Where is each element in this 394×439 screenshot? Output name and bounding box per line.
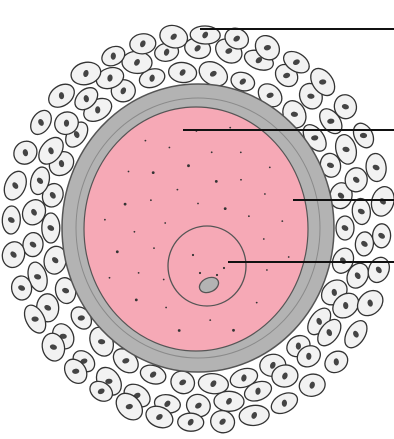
- follicle-cell: [336, 216, 354, 240]
- cytoplasm-granule: [177, 189, 179, 191]
- cytoplasm-granule: [153, 247, 155, 249]
- cytoplasm-granule: [138, 272, 140, 274]
- cytoplasm-granule: [109, 277, 111, 279]
- cytoplasm-granule: [165, 307, 167, 309]
- follicle-cell: [372, 223, 391, 248]
- cytoplasm-granule: [288, 256, 290, 258]
- cytoplasm-granule: [197, 203, 199, 205]
- follicle-cell-nucleus: [296, 343, 301, 350]
- cytoplasm-granule: [224, 207, 227, 210]
- cytoplasm-granule: [211, 151, 213, 153]
- nucleus-granule: [192, 254, 194, 256]
- cytoplasm-granule: [163, 279, 165, 281]
- cytoplasm-granule: [269, 167, 271, 169]
- follicle-cell: [2, 206, 21, 235]
- cytoplasm-granule: [152, 171, 155, 174]
- cytoplasm-granule: [240, 152, 242, 154]
- nucleus-granule: [216, 274, 218, 276]
- cytoplasm-granule: [116, 250, 119, 253]
- cytoplasm-granule: [187, 164, 190, 167]
- follicle-cell: [42, 213, 60, 243]
- cytoplasm-granule: [169, 147, 171, 149]
- cytoplasm-granule: [124, 203, 127, 206]
- follicle-cell-nucleus: [95, 106, 100, 113]
- cytoplasm-granule: [135, 299, 138, 302]
- cytoplasm-granule: [128, 171, 130, 173]
- cytoplasm-granule: [263, 238, 265, 240]
- cytoplasm-granule: [104, 219, 106, 221]
- cytoplasm-granule: [209, 319, 211, 321]
- nucleus-granule: [223, 267, 225, 269]
- cytoplasm-granule: [215, 180, 218, 183]
- cytoplasm-granule: [229, 127, 231, 129]
- cytoplasm: [84, 107, 308, 351]
- cytoplasm-granule: [240, 179, 242, 181]
- follicle-cell: [214, 391, 244, 412]
- cytoplasm-granule: [281, 220, 283, 222]
- nucleus-granule: [199, 272, 201, 274]
- cytoplasm-granule: [248, 215, 250, 217]
- cytoplasm-granule: [164, 222, 166, 224]
- cytoplasm-granule: [150, 199, 152, 201]
- cytoplasm-granule: [145, 140, 147, 142]
- cytoplasm-granule: [134, 231, 136, 233]
- cytoplasm-granule: [178, 329, 181, 332]
- cytoplasm-granule: [256, 302, 258, 304]
- cytoplasm-granule: [266, 269, 268, 271]
- follicle-cell: [177, 413, 204, 432]
- cytoplasm-granule: [232, 329, 235, 332]
- cytoplasm-granule: [264, 193, 266, 195]
